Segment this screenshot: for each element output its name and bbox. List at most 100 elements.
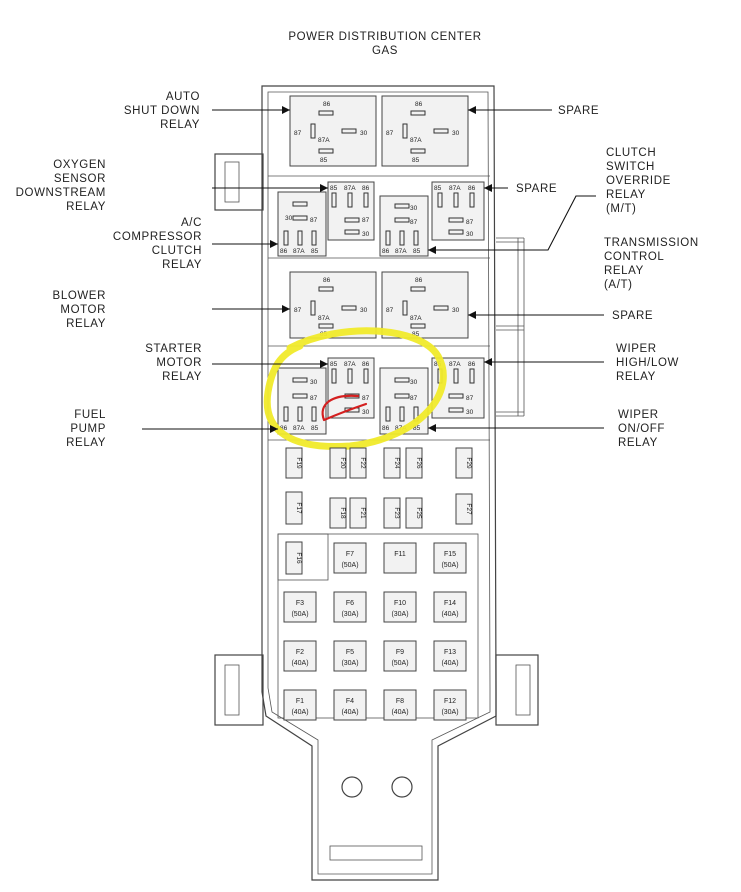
maxi-fuse-rating: (40A) <box>291 709 308 716</box>
svg-text:F18: F18 <box>339 507 346 519</box>
svg-text:F22: F22 <box>359 457 366 469</box>
svg-text:SHUT DOWN: SHUT DOWN <box>124 105 200 117</box>
svg-text:COMPRESSOR: COMPRESSOR <box>113 231 202 243</box>
label-spare-clutch-row: SPARE <box>516 183 557 195</box>
svg-text:PUMP: PUMP <box>70 423 106 435</box>
svg-text:RELAY: RELAY <box>162 259 202 271</box>
pin-87: 87 <box>362 395 370 402</box>
svg-text:SENSOR: SENSOR <box>54 173 106 185</box>
fuse-f25 <box>405 497 423 529</box>
pin-87: 87 <box>294 130 302 137</box>
svg-text:F24: F24 <box>393 457 400 469</box>
pin-87: 87 <box>310 217 318 224</box>
pin-87a: 87A <box>395 248 407 255</box>
fuse-f20 <box>329 447 347 479</box>
maxi-fuse-f10: F10(30A) <box>383 591 417 623</box>
pin-87: 87 <box>410 395 418 402</box>
fuse-f17 <box>285 491 303 525</box>
maxi-fuse-f6: F6(30A) <box>333 591 367 623</box>
pin-86: 86 <box>362 361 370 368</box>
pin-86: 86 <box>468 361 476 368</box>
highlight-circle <box>263 327 447 451</box>
label-blower-motor: BLOWER MOTOR RELAY <box>53 290 106 330</box>
pin-30: 30 <box>452 130 460 137</box>
pin-87: 87 <box>466 395 474 402</box>
svg-text:WIPER: WIPER <box>616 343 657 355</box>
pin-87a: 87A <box>449 185 461 192</box>
pin-30: 30 <box>410 379 418 386</box>
label-wiper-on-off: WIPER ON/OFF RELAY <box>618 409 664 449</box>
relay-spare-top: 86 87 87A 30 85 <box>381 95 469 167</box>
svg-text:MOTOR: MOTOR <box>60 304 106 316</box>
maxi-fuse-name: F2 <box>296 649 304 656</box>
maxi-fuse-rating: (40A) <box>441 611 458 618</box>
pin-30: 30 <box>466 231 474 238</box>
svg-text:CLUTCH: CLUTCH <box>606 147 656 159</box>
maxi-fuse-f8: F8(40A) <box>383 689 417 721</box>
svg-text:F17: F17 <box>295 502 302 514</box>
pin-86: 86 <box>382 248 390 255</box>
pin-86: 86 <box>382 425 390 432</box>
maxi-fuse-name: F3 <box>296 600 304 607</box>
svg-text:HIGH/LOW: HIGH/LOW <box>616 357 679 369</box>
pin-30: 30 <box>310 379 318 386</box>
relay-starter-motor: 85 87A 86 87 30 <box>327 357 375 419</box>
maxi-fuse-f14: F14(40A) <box>433 591 467 623</box>
fuse-f21 <box>349 497 367 529</box>
pin-30: 30 <box>362 231 370 238</box>
svg-text:RELAY: RELAY <box>604 265 644 277</box>
maxi-fuse-f11: F11 <box>383 542 417 574</box>
maxi-fuse-name: F4 <box>346 698 354 705</box>
pin-85: 85 <box>330 185 338 192</box>
pdc-housing <box>214 85 539 881</box>
pin-85: 85 <box>311 248 319 255</box>
red-annotation-mark <box>321 394 368 422</box>
svg-text:RELAY: RELAY <box>616 371 656 383</box>
label-auto-shut-down: AUTO SHUT DOWN RELAY <box>124 91 200 131</box>
svg-text:F27: F27 <box>465 503 472 515</box>
maxi-fuse-rating: (40A) <box>291 660 308 667</box>
pin-86: 86 <box>415 277 423 284</box>
svg-text:F29: F29 <box>465 457 472 469</box>
pin-87: 87 <box>294 307 302 314</box>
svg-text:SWITCH: SWITCH <box>606 161 655 173</box>
relay-blower-motor: 86 87 87A 30 85 <box>289 271 377 339</box>
svg-text:CONTROL: CONTROL <box>604 251 664 263</box>
maxi-fuse-rating: (50A) <box>441 562 458 569</box>
svg-text:(A/T): (A/T) <box>604 279 633 291</box>
pin-87: 87 <box>310 395 318 402</box>
maxi-fuse-name: F9 <box>396 649 404 656</box>
pin-87: 87 <box>410 219 418 226</box>
pin-86: 86 <box>468 185 476 192</box>
pin-85: 85 <box>412 331 420 338</box>
maxi-fuse-name: F15 <box>444 551 456 558</box>
svg-text:OVERRIDE: OVERRIDE <box>606 175 671 187</box>
fuse-f18 <box>329 497 347 529</box>
pin-85: 85 <box>413 425 421 432</box>
relay-transmission-control: 30 87 86 87A 85 <box>379 195 429 257</box>
fuse-f24 <box>383 447 401 479</box>
maxi-fuse-name: F13 <box>444 649 456 656</box>
svg-text:MOTOR: MOTOR <box>156 357 202 369</box>
pin-30: 30 <box>360 307 368 314</box>
maxi-fuse-f1: F1 (40A) <box>283 689 317 721</box>
pin-85: 85 <box>412 157 420 164</box>
relay-auto-shut-down: 86 87 87A 30 85 <box>289 95 377 167</box>
fuse-f26 <box>405 447 423 479</box>
svg-text:F19: F19 <box>295 457 302 469</box>
svg-text:BLOWER: BLOWER <box>53 290 106 302</box>
maxi-fuse-f2: F2 (40A) <box>283 640 317 672</box>
maxi-fuse-f3: F3(50A) <box>283 591 317 623</box>
svg-text:AUTO: AUTO <box>166 91 200 103</box>
pin-86: 86 <box>415 101 423 108</box>
pin-87a: 87A <box>293 425 305 432</box>
maxi-fuse-rating: (50A) <box>341 562 358 569</box>
svg-text:A/C: A/C <box>181 217 202 229</box>
maxi-fuse-name: F1 <box>296 698 304 705</box>
svg-text:WIPER: WIPER <box>618 409 659 421</box>
pin-87: 87 <box>386 307 394 314</box>
label-ac-compressor: A/C COMPRESSOR CLUTCH RELAY <box>113 217 202 271</box>
svg-text:RELAY: RELAY <box>606 189 646 201</box>
maxi-fuse-name: F12 <box>444 698 456 705</box>
svg-text:F16: F16 <box>295 552 302 564</box>
